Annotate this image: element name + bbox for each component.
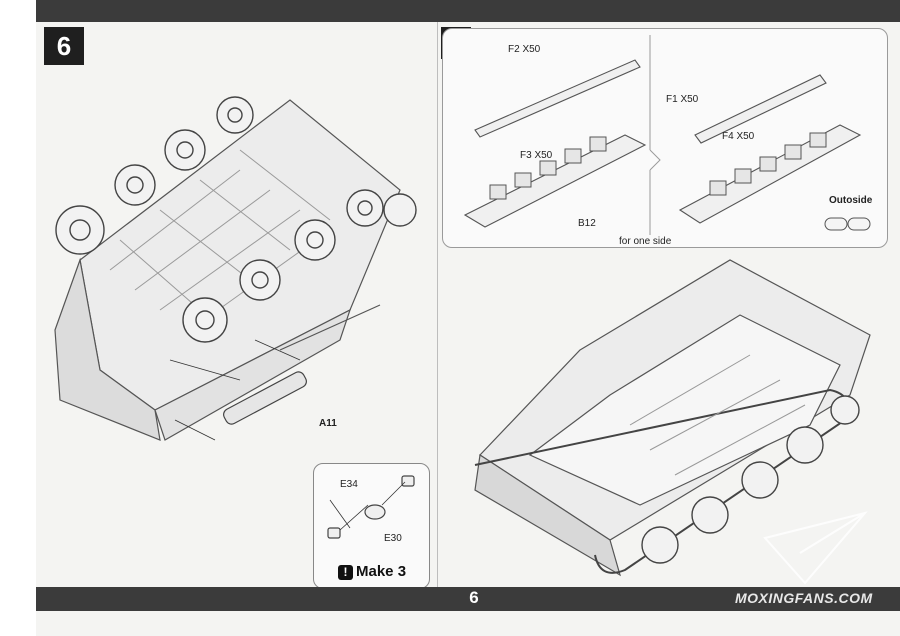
hull-underside-illustration [54, 96, 417, 441]
page-number: 6 [469, 588, 479, 607]
paper-plane-logo-icon [763, 511, 868, 585]
page-divider [437, 22, 438, 587]
binding-margin [0, 0, 36, 636]
part-label-e30: E30 [384, 533, 402, 544]
track-assembly-illustration [463, 35, 871, 235]
top-bar [36, 0, 900, 22]
make-quantity-note: !Make 3 [338, 563, 406, 580]
outside-view-label: Outoside [829, 195, 873, 206]
exclamation-icon: ! [338, 565, 353, 580]
bottom-bar [36, 587, 900, 611]
part-label-b12: B12 [578, 218, 596, 229]
idler-detail-illustration [327, 475, 415, 539]
part-label-f2: F2 X50 [508, 44, 541, 55]
hull-with-tracks-illustration [474, 259, 871, 577]
part-label-e34: E34 [340, 479, 358, 490]
part-label-f4: F4 X50 [722, 131, 755, 142]
make-quantity-label: Make 3 [356, 563, 407, 580]
part-label-f3: F3 X50 [520, 150, 553, 161]
part-label-f1: F1 X50 [666, 94, 699, 105]
part-label-a11: A11 [319, 418, 337, 429]
step-6-badge: 6 [44, 27, 84, 65]
one-side-note: for one side [619, 236, 672, 247]
watermark-text: MOXINGFANS.COM [735, 590, 873, 606]
